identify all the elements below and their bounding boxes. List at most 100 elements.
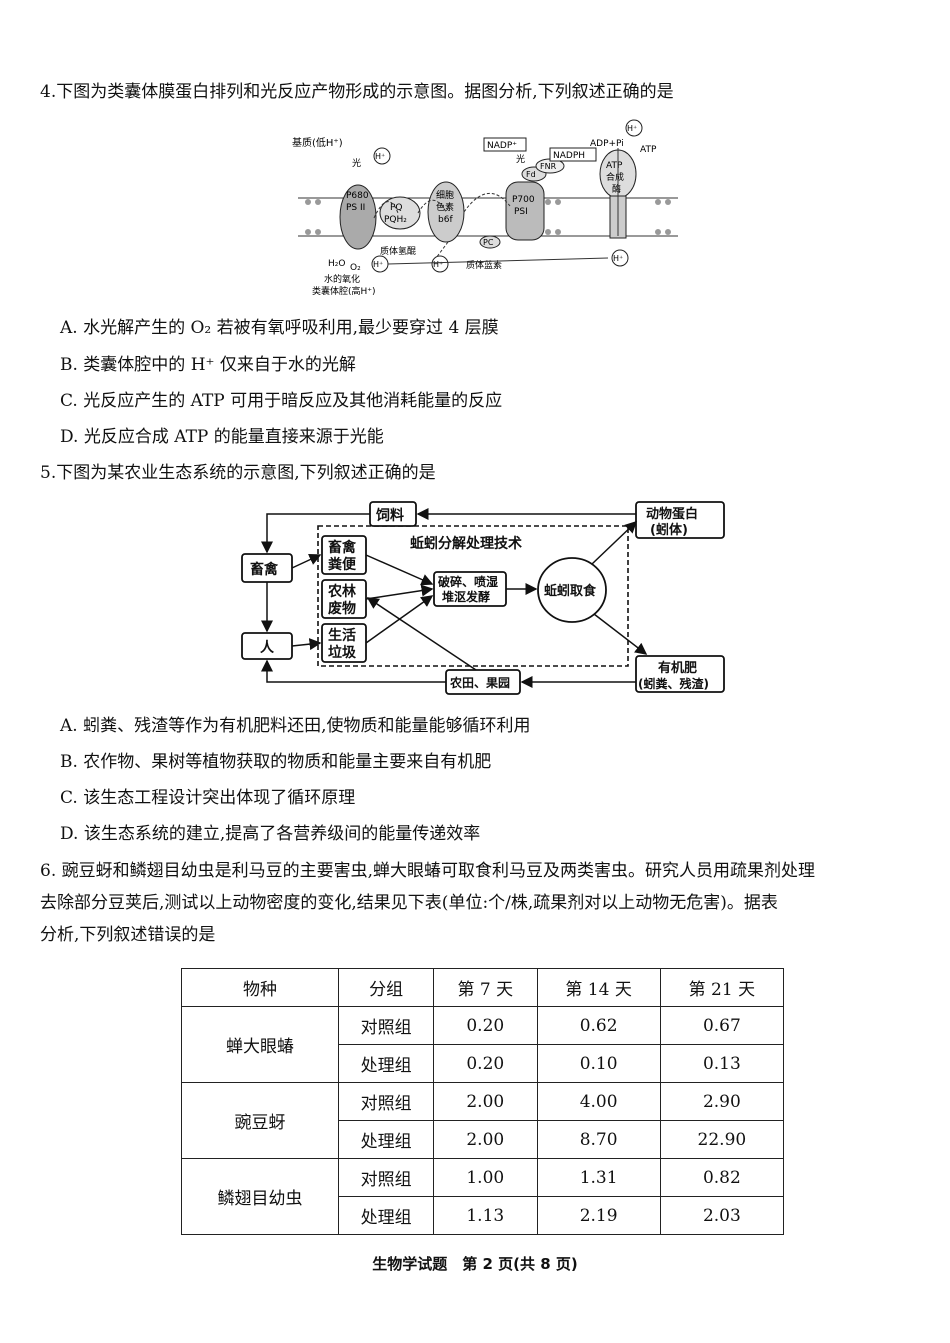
q4-option-c: C. 光反应产生的 ATP 可用于暗反应及其他消耗能量的反应 bbox=[60, 391, 503, 411]
q5-option-b: B. 农作物、果树等植物获取的物质和能量主要来自有机肥 bbox=[60, 752, 492, 772]
fertilizer-label-a: 有机肥 bbox=[658, 660, 697, 676]
fertilizer-box bbox=[635, 655, 725, 693]
atp-synthase-label-a: ATP bbox=[606, 161, 623, 171]
lumen-label: 类囊体腔(高H⁺) bbox=[312, 285, 376, 297]
species-cell: 蝉大眼蝽 bbox=[180, 1006, 340, 1083]
protein-label-a: 动物蛋白 bbox=[646, 506, 698, 522]
protein-label-b: (蚓体) bbox=[650, 522, 688, 538]
fnr-label: FNR bbox=[540, 162, 557, 171]
manure-label-a: 畜禽 bbox=[328, 539, 357, 556]
crush-label-b: 堆沤发酵 bbox=[442, 589, 490, 604]
light-label-2: 光 bbox=[516, 153, 525, 165]
q4-stem: 4.下图为类囊体膜蛋白排列和光反应产物形成的示意图。据图分析,下列叙述正确的是 bbox=[40, 82, 674, 102]
header-species: 物种 bbox=[180, 968, 340, 1007]
value-cell: 2.03 bbox=[659, 1196, 785, 1235]
h-plus-lumen-2: H⁺ bbox=[433, 260, 443, 269]
cyt-label-b: 色素 bbox=[436, 201, 454, 213]
pc-label: PC bbox=[483, 238, 494, 247]
table-row: 豌豆蚜 对照组 2.00 4.00 2.90 bbox=[180, 1082, 785, 1159]
species-cell: 鳞翅目幼虫 bbox=[180, 1158, 340, 1235]
q4-option-a: A. 水光解产生的 O₂ 若被有氧呼吸利用,最少要穿过 4 层膜 bbox=[60, 318, 499, 338]
table-row: 处理组 0.20 0.10 0.13 bbox=[182, 1044, 785, 1083]
field-label: 农田、果园 bbox=[449, 675, 510, 690]
worm-label: 蚯蚓取食 bbox=[544, 583, 597, 599]
group-cell: 对照组 bbox=[338, 1082, 435, 1121]
water-label: H₂O bbox=[328, 259, 345, 269]
value-cell: 4.00 bbox=[536, 1082, 661, 1121]
q6-stem-line-2: 去除部分豆荚后,测试以上动物密度的变化,结果见下表(单位:个/株,疏果剂对以上动… bbox=[40, 893, 778, 913]
group-cell: 处理组 bbox=[338, 1044, 435, 1083]
atp-synthase-label-b: 合成 bbox=[606, 171, 624, 183]
value-cell: 0.82 bbox=[659, 1158, 785, 1197]
table-row: 处理组 1.13 2.19 2.03 bbox=[182, 1196, 785, 1235]
header-day14: 第 14 天 bbox=[536, 968, 661, 1007]
waste-label-a: 农林 bbox=[327, 583, 356, 600]
q5-ecosystem-diagram: 饲料 畜禽 人 畜禽 粪便 农林 废物 生活 垃圾 蚯蚓分解处理技术 破碎、喷湿… bbox=[241, 501, 725, 695]
q4-thylakoid-diagram: P680 PS II PQ PQH₂ 细胞 色素 b6f P700 PSI Fd… bbox=[292, 119, 678, 297]
q4-option-d: D. 光反应合成 ATP 的能量直接来源于光能 bbox=[60, 427, 384, 447]
livestock-label: 畜禽 bbox=[250, 561, 279, 578]
value-cell: 0.62 bbox=[536, 1006, 661, 1045]
q5-option-d: D. 该生态系统的建立,提高了各营养级间的能量传递效率 bbox=[60, 824, 481, 844]
value-cell: 2.00 bbox=[433, 1120, 538, 1159]
garbage-label-a: 生活 bbox=[328, 627, 356, 644]
page-footer: 生物学试题 第 2 页(共 8 页) bbox=[372, 1255, 578, 1273]
pq-complex: PQ PQH₂ bbox=[379, 196, 421, 230]
q6-stem: 6. 豌豆蚜和鳞翅目幼虫是利马豆的主要害虫,蝉大眼蝽可取食利马豆及两类害虫。研究… bbox=[40, 855, 910, 951]
manure-label-b: 粪便 bbox=[328, 556, 357, 573]
header-day21: 第 21 天 bbox=[659, 968, 785, 1007]
ps2-label-a: P680 bbox=[346, 191, 369, 201]
table-row: 蝉大眼蝽 对照组 0.20 0.62 0.67 bbox=[180, 1006, 785, 1083]
atp-label: ATP bbox=[640, 145, 657, 155]
q5-option-c: C. 该生态工程设计突出体现了循环原理 bbox=[60, 788, 356, 808]
waste-label-b: 废物 bbox=[328, 600, 356, 617]
ps1-label-a: P700 bbox=[512, 195, 535, 205]
group-cell: 对照组 bbox=[338, 1006, 435, 1045]
value-cell: 0.20 bbox=[433, 1044, 538, 1083]
ps2-label-b: PS II bbox=[346, 203, 365, 213]
plastoquinone-label: 质体氢醌 bbox=[380, 245, 416, 257]
ps1-complex: P700 PSI Fd FNR bbox=[505, 158, 565, 241]
q5-option-a: A. 蚓粪、残渣等作为有机肥料还田,使物质和能量能够循环利用 bbox=[60, 716, 531, 736]
worm-ellipse bbox=[537, 557, 607, 623]
value-cell: 2.19 bbox=[536, 1196, 661, 1235]
h-plus-stroma: H⁺ bbox=[375, 152, 385, 161]
cytochrome-complex: 细胞 色素 b6f bbox=[427, 181, 465, 243]
stroma-label: 基质(低H⁺) bbox=[292, 136, 343, 149]
group-cell: 处理组 bbox=[338, 1120, 435, 1159]
tech-label: 蚯蚓分解处理技术 bbox=[410, 535, 522, 552]
header-group: 分组 bbox=[338, 968, 435, 1007]
nadph-label: NADPH bbox=[553, 151, 585, 161]
value-cell: 0.10 bbox=[536, 1044, 661, 1083]
h-plus-top: H⁺ bbox=[627, 124, 637, 133]
value-cell: 0.67 bbox=[659, 1006, 785, 1045]
q5-stem: 5.下图为某农业生态系统的示意图,下列叙述正确的是 bbox=[40, 463, 436, 483]
feed-label: 饲料 bbox=[375, 507, 404, 524]
fertilizer-label-b: (蚓粪、残渣) bbox=[638, 676, 709, 691]
table-header-row: 物种 分组 第 7 天 第 14 天 第 21 天 bbox=[180, 968, 785, 1007]
table-row: 鳞翅目幼虫 对照组 1.00 1.31 0.82 bbox=[180, 1158, 785, 1235]
species-cell: 豌豆蚜 bbox=[180, 1082, 340, 1159]
protein-box bbox=[635, 501, 725, 539]
garbage-label-b: 垃圾 bbox=[328, 644, 357, 661]
fd-label: Fd bbox=[526, 170, 536, 179]
q6-stem-line-1: 6. 豌豆蚜和鳞翅目幼虫是利马豆的主要害虫,蝉大眼蝽可取食利马豆及两类害虫。研究… bbox=[40, 861, 816, 881]
value-cell: 0.20 bbox=[433, 1006, 538, 1045]
q4-option-b: B. 类囊体腔中的 H⁺ 仅来自于水的光解 bbox=[60, 355, 356, 375]
q6-data-table: 物种 分组 第 7 天 第 14 天 第 21 天 蝉大眼蝽 对照组 0.20 … bbox=[180, 968, 785, 1235]
oxygen-label: O₂ bbox=[350, 263, 361, 273]
cyt-label-c: b6f bbox=[438, 215, 453, 225]
h-plus-lumen-3: H⁺ bbox=[613, 254, 623, 263]
human-label: 人 bbox=[260, 639, 275, 656]
water-oxidation-label: 水的氧化 bbox=[324, 273, 360, 285]
header-day7: 第 7 天 bbox=[433, 968, 538, 1007]
group-cell: 对照组 bbox=[338, 1158, 435, 1197]
q6-stem-line-3: 分析,下列叙述错误的是 bbox=[40, 925, 216, 945]
value-cell: 0.13 bbox=[659, 1044, 785, 1083]
pq-label-b: PQH₂ bbox=[384, 215, 407, 225]
value-cell: 2.00 bbox=[433, 1082, 538, 1121]
value-cell: 8.70 bbox=[536, 1120, 661, 1159]
cyt-label-a: 细胞 bbox=[436, 189, 454, 201]
value-cell: 1.13 bbox=[433, 1196, 538, 1235]
value-cell: 22.90 bbox=[659, 1120, 785, 1159]
